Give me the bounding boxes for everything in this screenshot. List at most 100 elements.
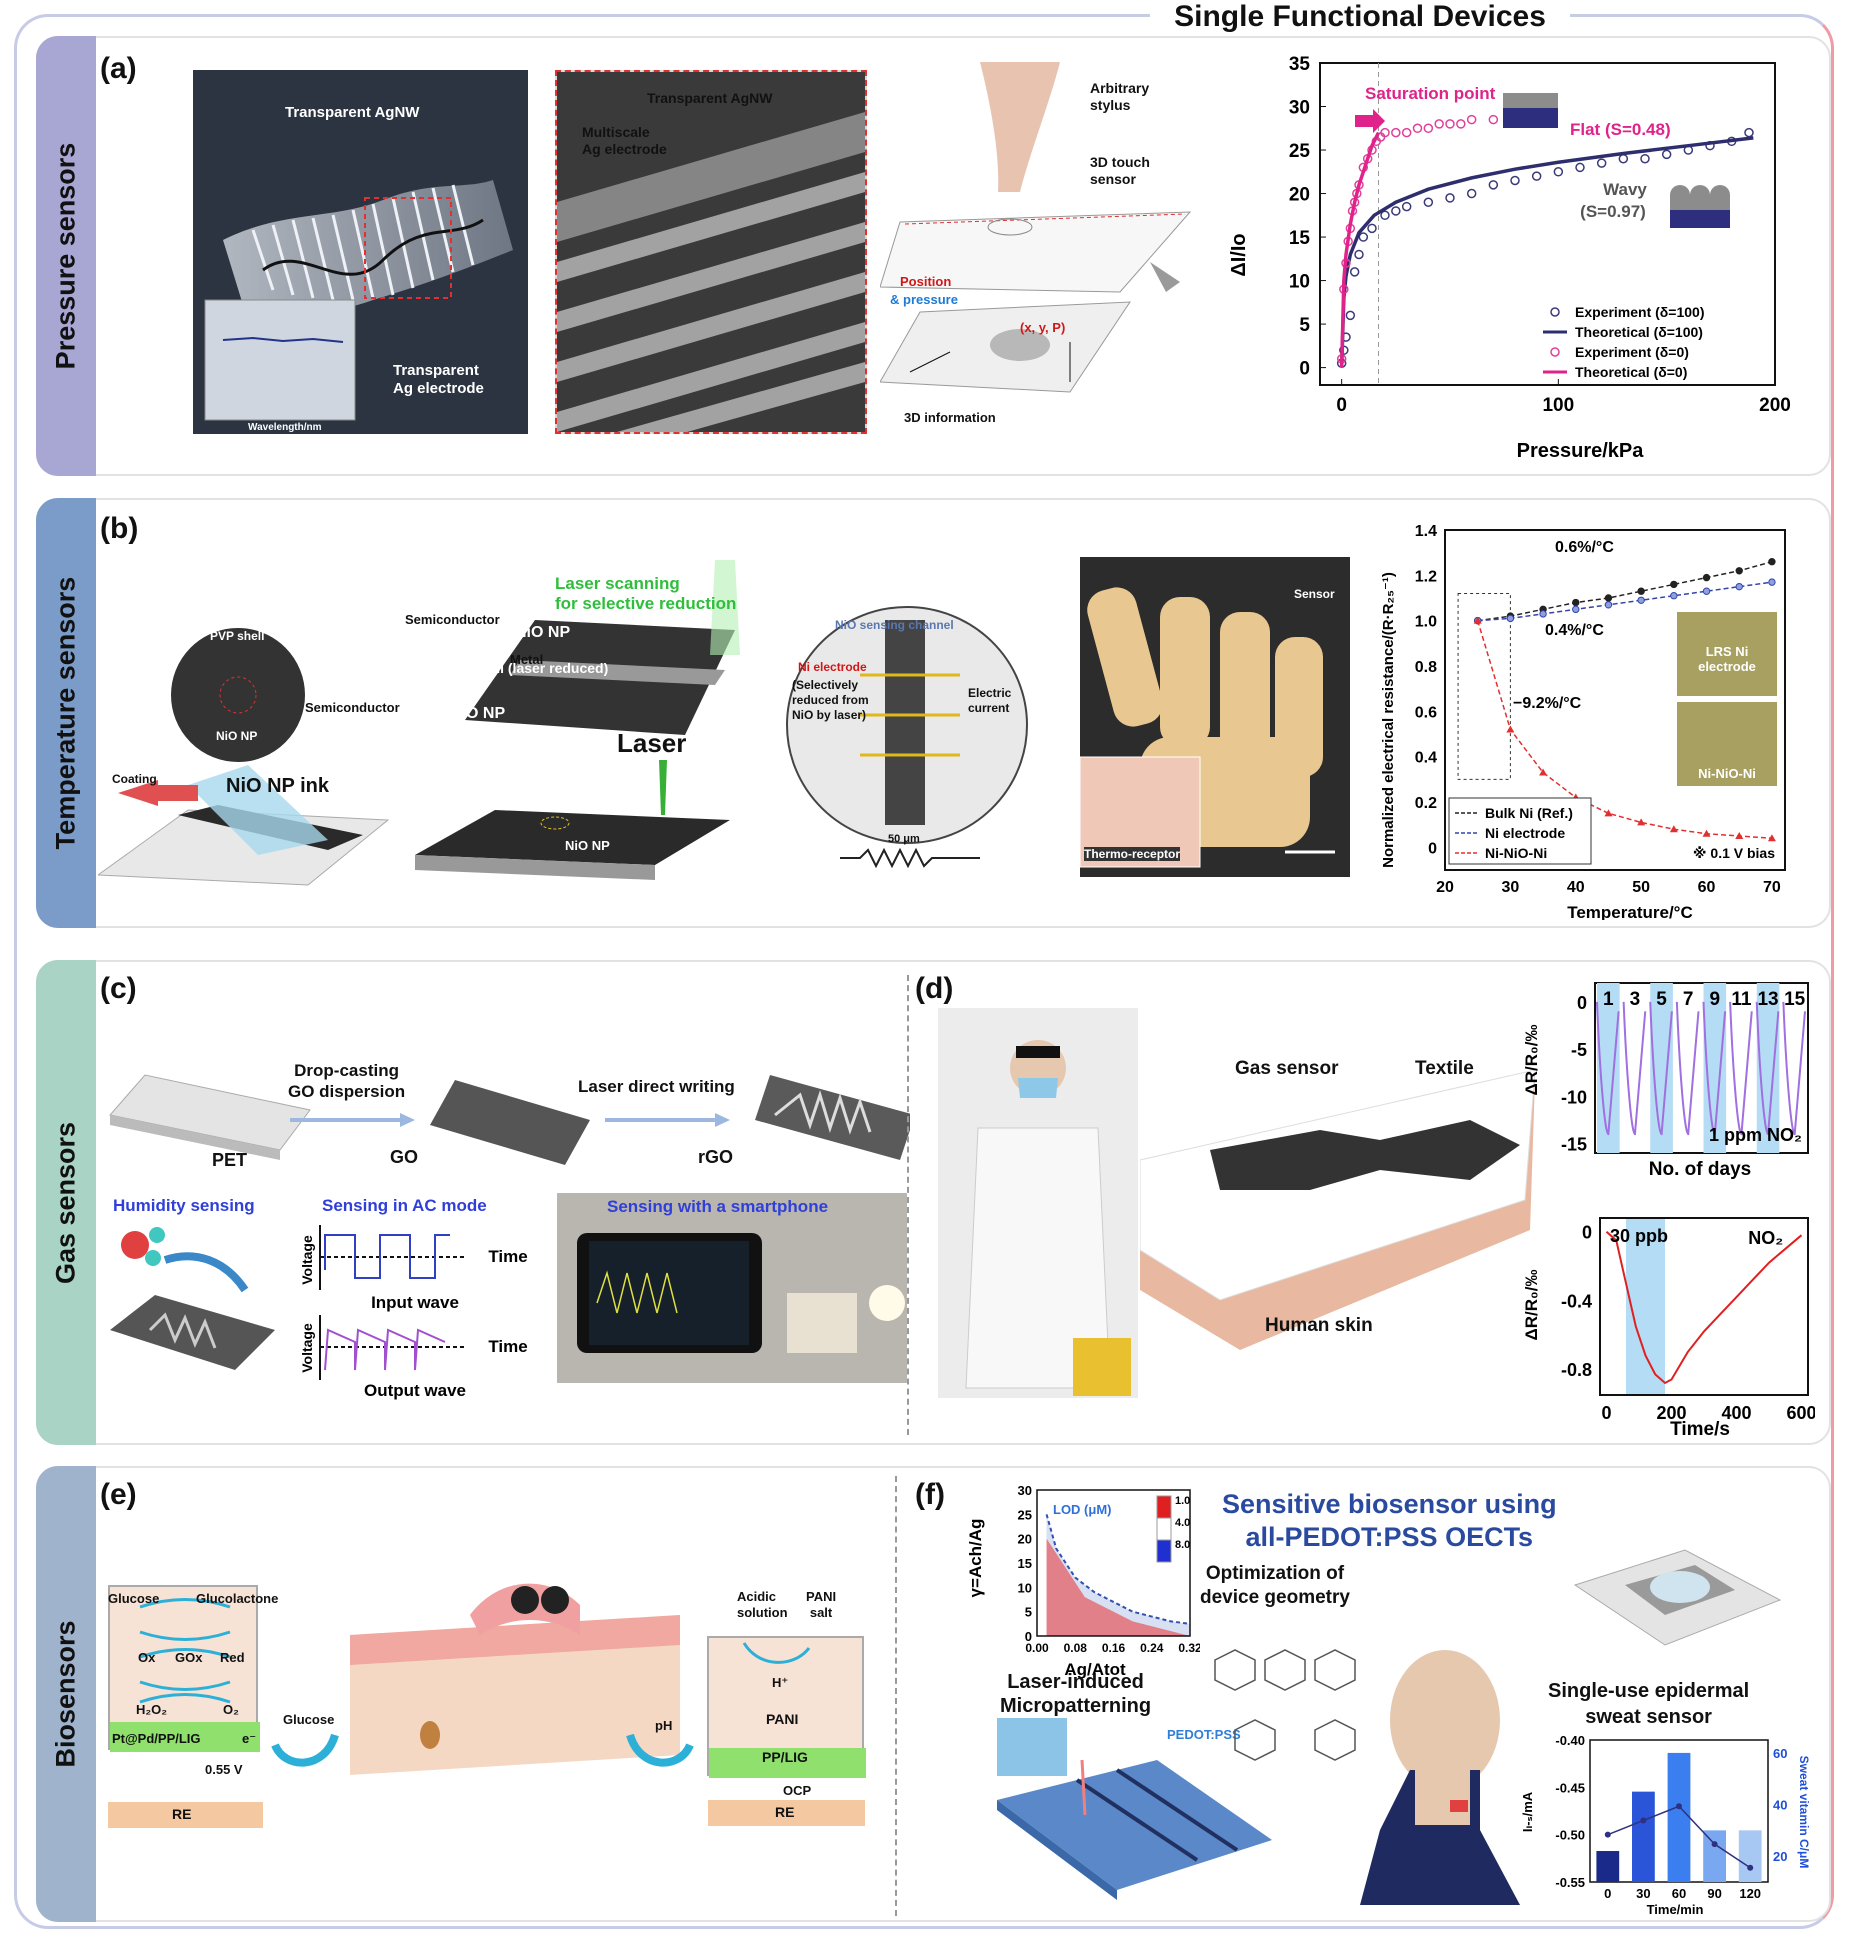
x-tick-label: 120 — [1739, 1886, 1761, 1901]
legend-label: Theoretical (δ=0) — [1575, 364, 1687, 380]
plot-frame — [1444, 529, 1786, 871]
slope-annotation: −9.2%/°C — [1513, 695, 1582, 712]
colorbar-label: 1.0 — [1175, 1495, 1190, 1507]
x-tick-label: 0 — [1336, 395, 1347, 416]
smartphone-sensing-image: Sensing with a smartphone — [557, 1193, 907, 1383]
time-chart-xlabel: Time/s — [1670, 1419, 1730, 1440]
y-tick-label: -5 — [1571, 1040, 1587, 1060]
pani-label: PANI — [766, 1711, 799, 1727]
colorbar-label: 8.0 — [1175, 1539, 1190, 1551]
data-point — [1380, 210, 1390, 221]
x-tick-label: 0.08 — [1064, 1641, 1088, 1655]
colorbar-segment — [1156, 1539, 1172, 1563]
exposure-band — [1650, 983, 1673, 1153]
legend-swatch — [1550, 307, 1560, 317]
days-chart-xlabel: No. of days — [1649, 1159, 1751, 1180]
x-tick-label: 0.32 — [1178, 1641, 1200, 1655]
svg-text:Input wave: Input wave — [371, 1293, 459, 1312]
svg-text:Output wave: Output wave — [364, 1381, 466, 1400]
x-tick-label: 60 — [1672, 1886, 1686, 1901]
head-sensor-image — [1360, 1650, 1520, 1905]
ac-mode-label: Sensing in AC mode — [322, 1196, 487, 1215]
data-point — [1506, 725, 1515, 733]
sweat-sensor-label: Single-use epidermal sweat sensor — [1548, 1680, 1750, 1728]
exposure-band — [1756, 983, 1780, 1153]
x-tick-label: 50 — [1632, 879, 1650, 896]
series-line-1 — [1477, 581, 1773, 622]
data-point — [1572, 605, 1580, 614]
current-point — [1676, 1803, 1682, 1810]
inset-label: Ni-NiO-Ni — [1698, 766, 1756, 781]
epidermal-patch-image — [1565, 1545, 1790, 1655]
data-point — [1423, 123, 1434, 134]
go-laser-writing-image: PET Drop-casting GO dispersion GO Laser … — [100, 1020, 910, 1195]
heatmap-high — [1046, 1538, 1190, 1636]
row-gas-frame — [36, 960, 1831, 1445]
response-curve — [1675, 1001, 1700, 1136]
response-curve — [1622, 1001, 1647, 1136]
response-curve — [1649, 1001, 1673, 1136]
panel-label-a: (a) — [100, 52, 137, 85]
lod-boundary — [1045, 1514, 1191, 1625]
legend-label: Ni electrode — [1485, 825, 1565, 841]
data-point — [1434, 119, 1444, 129]
data-point — [1604, 809, 1613, 817]
micropattern-image — [997, 1718, 1067, 1776]
glucolactone-label: Glucolactone — [196, 1591, 279, 1606]
nio-ink-coating-image: PVP shell NiO NP Coating NiO NP ink — [98, 615, 398, 895]
colorbar-segment — [1156, 1495, 1172, 1519]
side-tab-bio: Biosensors — [36, 1466, 96, 1922]
optimization-label: Optimization of device geometry — [1200, 1563, 1350, 1608]
y-tick-label: 15 — [1018, 1556, 1032, 1571]
ocp-label: OCP — [783, 1783, 812, 1798]
y-tick-label: 30 — [1289, 98, 1310, 119]
gox-label: GOx — [175, 1650, 203, 1665]
response-curve — [1596, 1001, 1620, 1136]
data-point — [1456, 119, 1466, 129]
response-curve — [1729, 1001, 1753, 1136]
x-tick-label: 30 — [1636, 1886, 1650, 1901]
glucose-arrow — [271, 1733, 339, 1767]
series-line-2 — [1476, 620, 1772, 840]
data-point — [1358, 232, 1369, 242]
y-tick-label: 0 — [1025, 1629, 1032, 1644]
h2o2-label: H₂O₂ — [136, 1702, 168, 1717]
series-line-0 — [1477, 561, 1773, 622]
day-label: 5 — [1656, 989, 1667, 1010]
page-title: Single Functional Devices — [1150, 0, 1570, 34]
flat-icon-top — [1503, 93, 1558, 108]
slope-annotation: 0.4%/°C — [1545, 622, 1604, 639]
side-tab-gas: Gas sensors — [36, 960, 96, 1445]
data-point — [1735, 567, 1743, 575]
laser-reduction-image: Semiconductor Metal Semiconductor NiO NP… — [305, 560, 800, 890]
data-point — [1354, 249, 1364, 260]
y-tick-label: -0.50 — [1555, 1828, 1585, 1843]
bar — [1632, 1791, 1655, 1882]
pedot-substrate-image — [997, 1760, 1272, 1900]
vitamin-c-bar-chart: Iₗ-ₛ/mA Sweat vitamin C/μM Time/min -0.4… — [1520, 1733, 1810, 1917]
data-point — [1744, 127, 1754, 138]
pt-electrode-label: Pt@Pd/PP/LIG — [112, 1731, 201, 1746]
row-bio-frame — [36, 1466, 1831, 1922]
ph-arrow — [626, 1733, 694, 1767]
data-point — [1488, 180, 1499, 190]
glucose-label: Glucose — [108, 1591, 160, 1606]
data-point — [1349, 267, 1360, 277]
plot-frame — [1599, 1217, 1809, 1396]
flat-annotation: Flat (S=0.48) — [1570, 120, 1671, 139]
flat-icon-bottom — [1503, 108, 1558, 128]
y-tick-label: -15 — [1561, 1135, 1587, 1155]
wavy-icon-top — [1670, 185, 1730, 210]
x-tick-label: 20 — [1436, 879, 1454, 896]
pedot-structure — [1214, 1649, 1356, 1761]
current-point — [1711, 1841, 1718, 1848]
ac-wave-diagram: Voltage Voltage Time Time Input wave Out… — [300, 1225, 528, 1400]
y-tick-label: -0.4 — [1561, 1291, 1592, 1311]
skin-cross-section-image — [350, 1575, 680, 1785]
legend-label: Theoretical (δ=100) — [1575, 324, 1703, 340]
ninio-inset — [1677, 702, 1777, 786]
glucose-electrode-diagram — [108, 1585, 260, 1752]
humidity-sensing-image — [105, 1220, 280, 1395]
inset-label: LRS Ni — [1706, 644, 1749, 659]
